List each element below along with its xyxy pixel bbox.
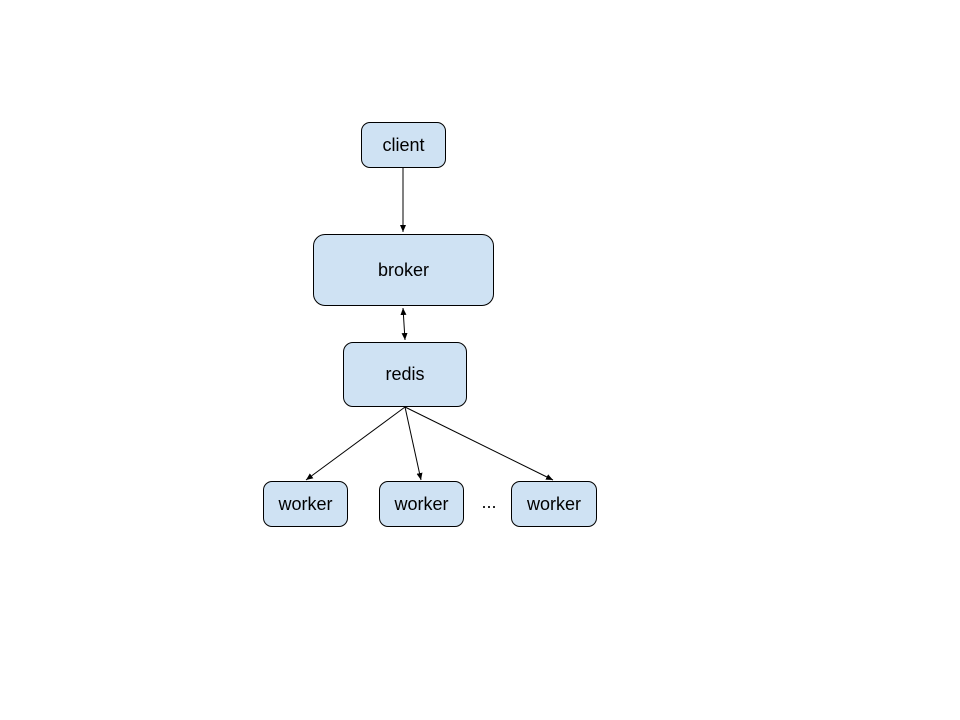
worker-node-2: worker — [379, 481, 464, 527]
edge-redis-worker-3 — [404, 406, 554, 481]
client-node: client — [361, 122, 446, 168]
worker-node-3: worker — [511, 481, 597, 527]
edge-redis-worker-2 — [404, 406, 423, 481]
edge-redis-worker-1 — [305, 406, 406, 481]
edge-broker-redis — [400, 307, 408, 341]
worker-ellipsis: ... — [481, 492, 497, 512]
worker-node-1: worker — [263, 481, 348, 527]
redis-node: redis — [343, 342, 467, 407]
broker-node: broker — [313, 234, 494, 306]
